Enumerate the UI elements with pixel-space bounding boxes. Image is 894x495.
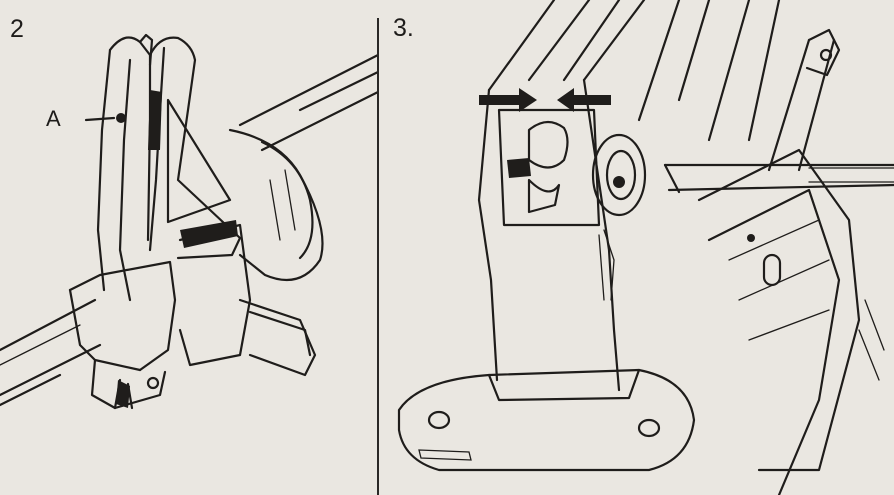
front-sight-illustration — [0, 33, 378, 410]
callout-label-a: A — [46, 106, 61, 131]
figure-number-2: 2 — [10, 15, 24, 43]
figure-number-3: 3. — [393, 14, 414, 42]
lower-receiver-illustration — [397, 0, 894, 495]
figure-3-panel: 3. — [379, 0, 894, 495]
figure-divider — [377, 18, 379, 495]
figure-2-panel: 2 A — [0, 0, 378, 495]
